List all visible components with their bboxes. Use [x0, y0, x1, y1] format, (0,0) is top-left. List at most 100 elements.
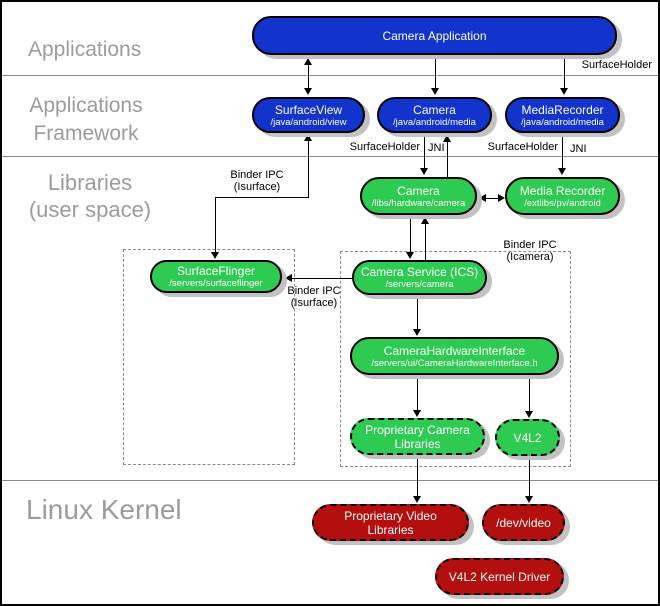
node-camera-service: Camera Service (ICS) /servers/camera: [352, 260, 487, 295]
connector-line: [308, 140, 309, 197]
arrowhead-down-icon: [420, 168, 428, 175]
connector-line: [215, 197, 216, 253]
label-line: (Icamera): [506, 251, 554, 263]
arrowhead-down-icon: [525, 411, 533, 418]
section-label-line: Libraries: [47, 170, 133, 195]
arrowhead-left-icon: [285, 274, 292, 282]
section-label-linux-kernel: Linux Kernel: [26, 494, 182, 525]
arrowhead-down-icon: [211, 252, 219, 259]
node-title: SurfaceFlinger: [176, 264, 256, 278]
arrowhead-right-icon: [498, 194, 505, 202]
connector-line: [529, 457, 530, 497]
node-path: /servers/ui/CameraHardwareInterface.h: [371, 357, 538, 369]
connector-line: [417, 455, 418, 497]
node-surfaceview: SurfaceView /java/android/view: [252, 97, 365, 133]
arrowhead-up-icon: [443, 135, 451, 142]
node-path: /java/android/media: [393, 116, 476, 128]
arrowhead-up-icon: [304, 134, 312, 141]
node-path: /servers/surfaceflinger: [169, 278, 263, 289]
node-path: /extlibs/pv/android: [524, 197, 601, 209]
node-path: /servers/camera: [385, 279, 454, 290]
arrowhead-down-icon: [431, 88, 439, 95]
section-label-libraries: Libraries (user space): [20, 169, 160, 223]
section-label-applications: Applications: [28, 38, 142, 61]
label-line: (Isurface): [290, 297, 338, 309]
connector-line: [486, 198, 498, 199]
node-title: V4L2 Kernel Driver: [448, 569, 551, 584]
node-title: Proprietary Video: [344, 508, 437, 523]
node-media-recorder-lib: Media Recorder /extlibs/pv/android: [505, 177, 620, 215]
node-title: Libraries: [367, 522, 414, 537]
surfaceflinger-process-boundary: [123, 249, 295, 465]
label-line: Binder IPC: [503, 239, 557, 251]
node-camera-application: Camera Application: [252, 16, 617, 55]
connector-line: [447, 141, 448, 177]
connector-line: [562, 135, 563, 169]
node-title: Proprietary Camera: [365, 422, 470, 437]
label-jni-mediarecorder: JNI: [570, 143, 587, 155]
divider-applications-framework: [2, 75, 658, 76]
node-title: Media Recorder: [519, 183, 606, 198]
node-title: Libraries: [394, 436, 441, 451]
node-title: V4L2: [513, 430, 542, 445]
connector-line: [424, 137, 425, 169]
node-title: MediaRecorder: [521, 102, 604, 117]
label-line: Binder IPC: [287, 285, 341, 297]
arrowhead-up-icon: [304, 58, 312, 65]
arrowhead-up-icon: [421, 217, 429, 224]
node-v4l2: V4L2: [495, 419, 560, 456]
node-camera-framework: Camera /java/android/media: [377, 97, 492, 133]
node-camera-lib: Camera /libs/hardware/camera: [360, 177, 477, 215]
node-title: /dev/video: [496, 515, 551, 530]
node-path: /libs/hardware/camera: [371, 197, 466, 209]
label-line: Binder IPC: [230, 169, 284, 181]
cameraservice-process-boundary: [340, 251, 571, 467]
arrowhead-down-icon: [525, 496, 533, 503]
label-binder-ipc-isurface-surfaceview: Binder IPC (Isurface): [222, 169, 292, 193]
node-mediarecorder-framework: MediaRecorder /java/android/media: [505, 97, 620, 133]
arrowhead-down-icon: [413, 410, 421, 417]
section-label-applications-framework: Applications Framework: [24, 92, 148, 148]
label-binder-ipc-icamera: Binder IPC (Icamera): [497, 239, 563, 263]
label-surfaceholder-top: SurfaceHolder: [581, 59, 652, 71]
section-label-line: (user space): [28, 197, 152, 222]
connector-line: [308, 64, 309, 89]
node-proprietary-camera-libraries: Proprietary Camera Libraries: [350, 418, 485, 455]
node-title: SurfaceView: [274, 102, 343, 117]
connector-line: [417, 375, 418, 411]
node-dev-video: /dev/video: [482, 504, 565, 541]
node-surfaceflinger: SurfaceFlinger /servers/surfaceflinger: [150, 260, 282, 293]
connector-line: [564, 57, 565, 89]
label-binder-ipc-isurface-cameraservice: Binder IPC (Isurface): [283, 285, 345, 309]
connector-line: [292, 278, 352, 279]
arrowhead-down-icon: [413, 329, 421, 336]
node-proprietary-video-libraries: Proprietary Video Libraries: [312, 504, 469, 541]
divider-framework-libraries: [2, 156, 658, 157]
node-title: Camera: [413, 102, 456, 117]
arrowhead-down-icon: [406, 252, 414, 259]
label-surfaceholder-mediarecorder: SurfaceHolder: [487, 141, 558, 153]
node-path: /java/android/view: [270, 116, 347, 128]
arrowhead-down-icon: [304, 88, 312, 95]
label-line: (Isurface): [233, 181, 281, 193]
node-title: Camera Service (ICS): [360, 265, 479, 279]
divider-libraries-kernel: [2, 480, 658, 481]
arrowhead-left-icon: [479, 194, 486, 202]
connector-line: [435, 57, 436, 89]
section-label-line: Framework: [33, 122, 139, 145]
connector-line: [425, 223, 426, 260]
connector-line: [215, 197, 309, 198]
label-jni-camera: JNI: [428, 142, 445, 154]
label-surfaceholder-camera: SurfaceHolder: [349, 141, 420, 153]
node-title: CameraHardwareInterface: [383, 343, 526, 358]
arrowhead-down-icon: [558, 168, 566, 175]
connector-line: [529, 375, 530, 412]
connector-line: [417, 295, 418, 330]
arrowhead-down-icon: [560, 88, 568, 95]
node-v4l2-kernel-driver: V4L2 Kernel Driver: [435, 558, 564, 595]
node-camera-hardware-interface: CameraHardwareInterface /servers/ui/Came…: [350, 337, 559, 375]
section-label-line: Applications: [29, 94, 143, 117]
node-title: Camera: [397, 183, 440, 198]
arrowhead-down-icon: [413, 496, 421, 503]
